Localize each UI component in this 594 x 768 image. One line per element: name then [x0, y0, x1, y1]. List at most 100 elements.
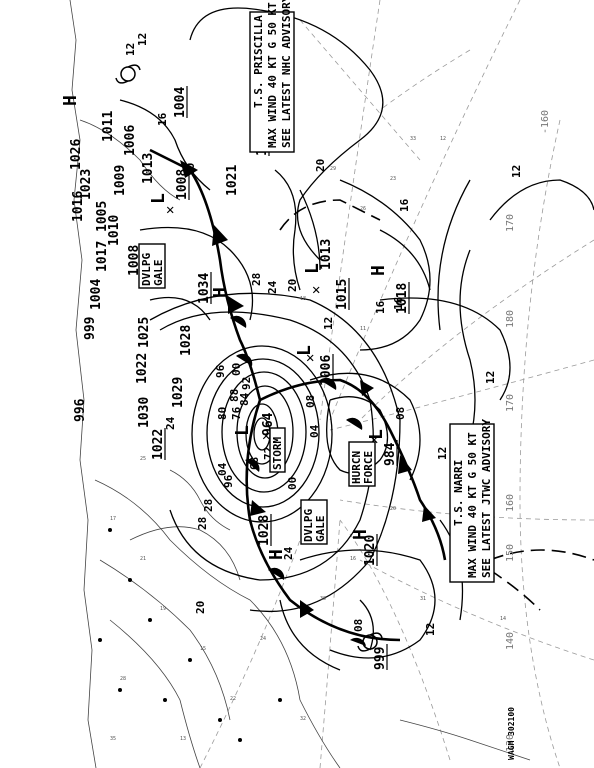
svg-text:30: 30 — [320, 596, 326, 602]
svg-text:H: H — [350, 529, 371, 540]
svg-text:1016: 1016 — [71, 191, 86, 222]
svg-text:L: L — [366, 429, 387, 440]
svg-text:35: 35 — [110, 736, 116, 742]
svg-text:1017: 1017 — [95, 241, 110, 272]
svg-text:1029: 1029 — [171, 377, 186, 408]
svg-text:19: 19 — [160, 606, 166, 612]
svg-text:1013: 1013 — [319, 239, 334, 270]
svg-text:16: 16 — [374, 300, 387, 314]
svg-text:H: H — [60, 95, 81, 106]
svg-text:1009: 1009 — [113, 165, 128, 196]
advisory-narri: T.S. NARRI MAX WIND 40 KT G 50 KT SEE LA… — [449, 419, 495, 583]
svg-text:1004: 1004 — [173, 87, 188, 118]
svg-text:1022: 1022 — [135, 353, 150, 384]
svg-text:08: 08 — [394, 407, 407, 420]
svg-text:1006: 1006 — [319, 355, 334, 386]
isobars — [119, 7, 594, 671]
svg-text:1026: 1026 — [69, 139, 84, 170]
svg-text:24: 24 — [260, 636, 266, 642]
svg-text:12: 12 — [124, 43, 137, 56]
svg-text:1010: 1010 — [107, 215, 122, 246]
svg-text:12: 12 — [436, 447, 449, 460]
svg-text:24: 24 — [282, 546, 295, 560]
svg-text:1028: 1028 — [179, 325, 194, 356]
svg-text:29: 29 — [330, 166, 336, 172]
svg-text:04: 04 — [216, 462, 229, 476]
svg-text:H: H — [210, 287, 231, 298]
svg-text:L: L — [302, 263, 323, 274]
svg-text:SEE LATEST JTWC ADVISORY: SEE LATEST JTWC ADVISORY — [480, 419, 493, 578]
svg-text:996: 996 — [73, 398, 88, 422]
svg-text:20: 20 — [286, 279, 299, 292]
svg-text:31: 31 — [420, 596, 426, 602]
svg-text:00: 00 — [230, 363, 243, 376]
svg-text:92: 92 — [240, 377, 253, 390]
svg-text:16: 16 — [156, 112, 169, 126]
svg-text:HURCN: HURCN — [350, 451, 363, 484]
svg-text:984: 984 — [383, 442, 398, 466]
svg-text:1030: 1030 — [137, 397, 152, 428]
svg-text:✕: ✕ — [166, 202, 174, 218]
svg-text:16: 16 — [392, 296, 405, 310]
svg-text:✕: ✕ — [262, 428, 270, 444]
svg-text:13: 13 — [180, 736, 186, 742]
svg-text:15: 15 — [200, 646, 206, 652]
svg-text:12: 12 — [424, 623, 437, 636]
svg-text:L: L — [148, 193, 169, 204]
svg-text:16: 16 — [398, 198, 411, 212]
svg-text:T.S. NARRI: T.S. NARRI — [452, 460, 465, 526]
svg-text:32: 32 — [300, 716, 306, 722]
svg-text:H: H — [266, 549, 287, 560]
svg-text:-160: -160 — [540, 110, 551, 134]
svg-text:1008: 1008 — [175, 169, 190, 200]
svg-text:68: 68 — [248, 457, 261, 470]
cyclone-icon — [357, 632, 383, 652]
svg-text:96: 96 — [222, 474, 235, 488]
svg-text:26: 26 — [360, 206, 366, 212]
svg-text:16: 16 — [350, 556, 356, 562]
svg-text:180: 180 — [505, 310, 516, 328]
svg-text:04: 04 — [308, 424, 321, 438]
svg-text:12: 12 — [322, 317, 335, 330]
dvlpg-gale-box-1: DVLPG GALE — [138, 243, 166, 289]
svg-text:28: 28 — [120, 676, 126, 682]
dvlpg-gale-box-2: DVLPG GALE — [300, 499, 328, 545]
svg-text:1015: 1015 — [335, 279, 350, 310]
svg-text:14: 14 — [500, 616, 506, 622]
svg-text:170: 170 — [505, 394, 516, 412]
svg-text:12: 12 — [510, 165, 523, 178]
svg-text:130: 130 — [505, 734, 516, 752]
coastlines — [69, 0, 531, 768]
footer-stamp: WAGM 302100 — [507, 707, 516, 760]
svg-text:160: 160 — [505, 494, 516, 512]
longitude-labels: -160 170 180 170 160 150 140 130 — [505, 110, 551, 752]
svg-text:1023: 1023 — [79, 169, 94, 200]
svg-text:999: 999 — [83, 317, 98, 340]
troughs — [279, 199, 594, 611]
svg-text:96: 96 — [214, 364, 227, 378]
svg-text:150: 150 — [505, 544, 516, 562]
svg-text:STORM: STORM — [271, 437, 284, 470]
advisory-priscilla: T.S. PRISCILLA MAX WIND 40 KT G 50 KT SE… — [249, 0, 295, 153]
svg-text:25: 25 — [140, 456, 146, 462]
svg-text:✕: ✕ — [312, 282, 320, 298]
svg-text:H: H — [368, 265, 389, 276]
svg-text:FORCE: FORCE — [362, 451, 375, 484]
svg-text:08: 08 — [352, 619, 365, 632]
svg-text:L: L — [232, 425, 253, 436]
svg-text:17: 17 — [110, 516, 116, 522]
svg-text:88: 88 — [228, 389, 241, 402]
svg-text:18: 18 — [300, 296, 306, 302]
svg-text:22: 22 — [230, 696, 236, 702]
svg-text:MAX WIND 40 KT G 50 KT: MAX WIND 40 KT G 50 KT — [266, 2, 279, 148]
svg-text:08: 08 — [304, 395, 317, 408]
svg-text:✕: ✕ — [370, 432, 378, 448]
svg-text:MAX WIND 40 KT G 50 KT: MAX WIND 40 KT G 50 KT — [466, 432, 479, 578]
svg-text:1005: 1005 — [95, 201, 110, 232]
svg-text:21: 21 — [140, 556, 146, 562]
svg-text:12: 12 — [484, 371, 497, 384]
svg-text:1022: 1022 — [151, 429, 166, 460]
svg-text:1013: 1013 — [141, 153, 156, 184]
svg-text:1025: 1025 — [137, 317, 152, 348]
svg-text:00: 00 — [286, 477, 299, 490]
